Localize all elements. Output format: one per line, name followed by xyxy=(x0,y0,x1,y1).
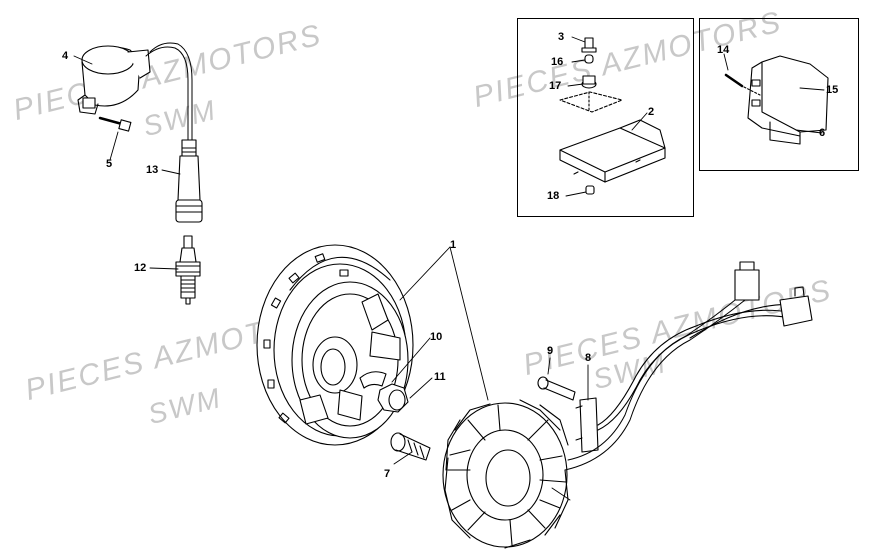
stator xyxy=(442,399,569,549)
callout-17: 17 xyxy=(549,80,562,92)
spark-plug xyxy=(175,235,201,305)
callout-6: 6 xyxy=(819,127,826,139)
bolt-7 xyxy=(390,432,431,461)
callout-10: 10 xyxy=(430,331,443,343)
callout-18: 18 xyxy=(547,190,560,202)
bolt-5 xyxy=(98,116,132,132)
callout-7: 7 xyxy=(384,468,391,480)
wiring-harness xyxy=(564,261,813,471)
callout-13: 13 xyxy=(146,164,159,176)
callout-5: 5 xyxy=(106,158,113,170)
ignition-coil xyxy=(77,45,151,115)
inset-cdi-box xyxy=(517,18,694,217)
callout-4: 4 xyxy=(62,50,69,62)
cdi-unit xyxy=(559,37,666,195)
flywheel-rotor xyxy=(256,244,414,446)
voltage-regulator xyxy=(724,55,829,145)
spark-plug-cap xyxy=(175,139,203,223)
inset-regulator-box xyxy=(699,18,859,171)
callout-2: 2 xyxy=(648,106,655,118)
callout-1: 1 xyxy=(450,239,457,251)
callout-8: 8 xyxy=(585,352,592,364)
callout-15: 15 xyxy=(826,84,839,96)
harness-connector-b xyxy=(779,295,813,327)
harness-connector-a xyxy=(734,269,760,301)
callout-12: 12 xyxy=(134,262,147,274)
woodruff-key xyxy=(359,371,387,389)
callout-14: 14 xyxy=(717,44,730,56)
callout-9: 9 xyxy=(547,345,554,357)
pickup-coil xyxy=(575,397,599,453)
flywheel-nut xyxy=(377,383,409,413)
callout-3: 3 xyxy=(558,31,565,43)
leader-lines xyxy=(73,36,825,501)
bolt-9 xyxy=(537,376,576,401)
callout-11: 11 xyxy=(434,371,446,383)
callout-16: 16 xyxy=(551,56,564,68)
